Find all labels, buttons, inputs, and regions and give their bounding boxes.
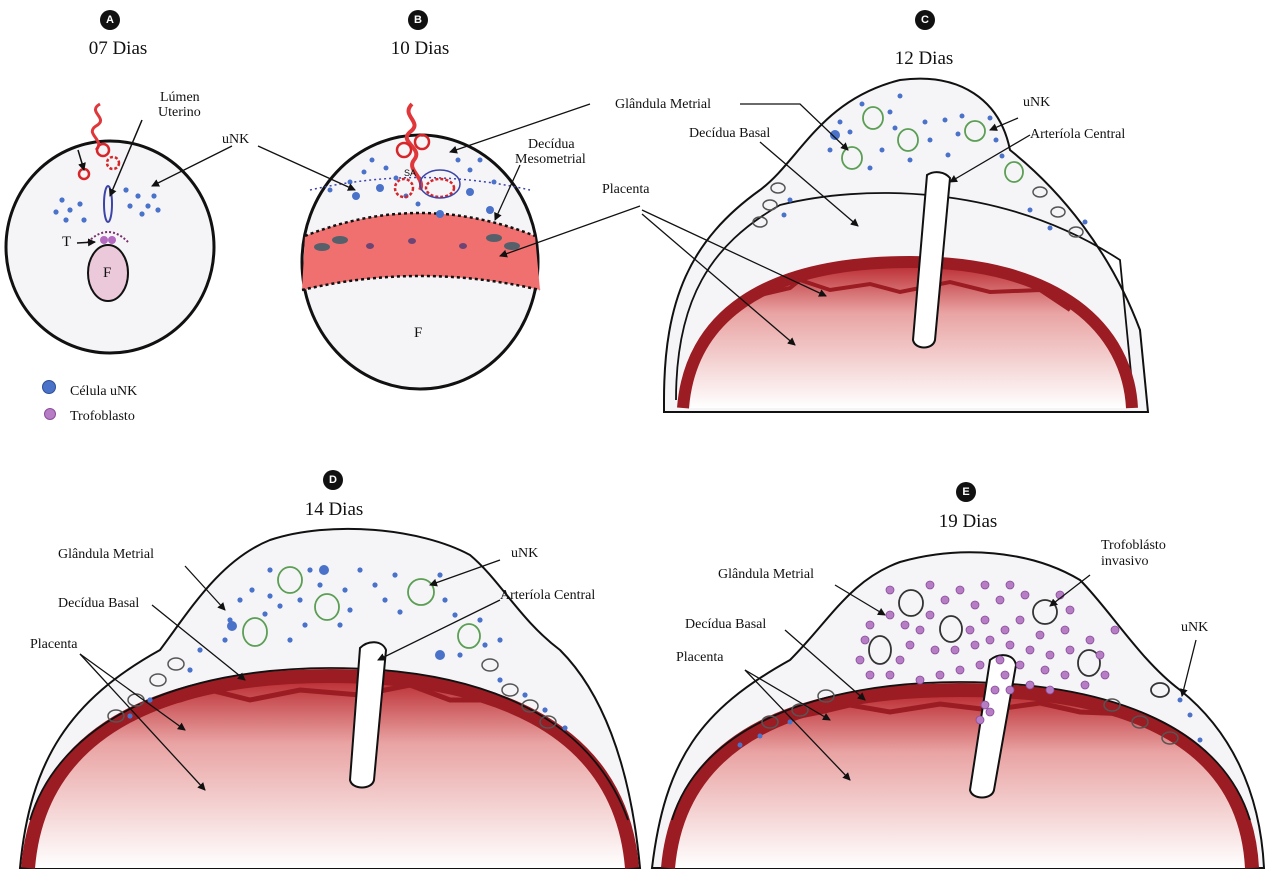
panel-c-title: 12 Dias bbox=[895, 49, 954, 69]
label-decidua-meso-line2: Mesometrial bbox=[515, 152, 586, 167]
panel-e-diagram bbox=[652, 552, 1264, 868]
label-sa: SA bbox=[404, 166, 416, 181]
label-decidua-meso-line1: Decídua bbox=[528, 137, 575, 152]
label-placenta-e: Placenta bbox=[676, 650, 723, 665]
label-placenta-top: Placenta bbox=[602, 182, 649, 197]
panel-a-title: 07 Dias bbox=[89, 39, 148, 59]
panel-d-diagram bbox=[20, 529, 640, 868]
label-arteriola-c: Arteríola Central bbox=[1030, 127, 1125, 142]
panel-e-title: 19 Dias bbox=[939, 512, 998, 532]
legend-unk-swatch bbox=[42, 380, 56, 394]
label-f-b: F bbox=[414, 326, 422, 341]
label-t: T bbox=[62, 235, 71, 250]
label-unk-e: uNK bbox=[1181, 620, 1208, 635]
panel-b-diagram bbox=[302, 104, 540, 389]
label-glandula-e: Glândula Metrial bbox=[718, 567, 814, 582]
label-unk-d: uNK bbox=[511, 546, 538, 561]
legend-trophoblast-swatch bbox=[44, 408, 56, 420]
legend-unk-label: Célula uNK bbox=[70, 384, 137, 399]
panel-a-badge: A bbox=[100, 10, 120, 30]
label-unk-ab: uNK bbox=[222, 132, 249, 147]
label-decidua-basal-d: Decídua Basal bbox=[58, 596, 139, 611]
panel-a-diagram bbox=[6, 104, 214, 353]
label-trofoblasto-invasivo-line1: Trofoblásto bbox=[1101, 538, 1166, 553]
panel-d-badge: D bbox=[323, 470, 343, 490]
label-unk-c: uNK bbox=[1023, 95, 1050, 110]
label-trofoblasto-invasivo-line2: invasivo bbox=[1101, 554, 1148, 569]
label-lumen-line1: Lúmen bbox=[160, 90, 200, 105]
panel-c-badge: C bbox=[915, 10, 935, 30]
label-lumen-line2: Uterino bbox=[158, 105, 201, 120]
label-f-a: F bbox=[103, 266, 111, 281]
label-placenta-d: Placenta bbox=[30, 637, 77, 652]
label-arteriola-d: Arteríola Central bbox=[500, 588, 595, 603]
panel-e-badge: E bbox=[956, 482, 976, 502]
panel-d-title: 14 Dias bbox=[305, 500, 364, 520]
panel-b-title: 10 Dias bbox=[391, 39, 450, 59]
label-glandula-top: Glândula Metrial bbox=[615, 97, 711, 112]
legend-trophoblast-label: Trofoblasto bbox=[70, 409, 135, 424]
label-decidua-basal-e: Decídua Basal bbox=[685, 617, 766, 632]
label-decidua-basal-c: Decídua Basal bbox=[689, 126, 770, 141]
panel-b-badge: B bbox=[408, 10, 428, 30]
label-glandula-d: Glândula Metrial bbox=[58, 547, 154, 562]
